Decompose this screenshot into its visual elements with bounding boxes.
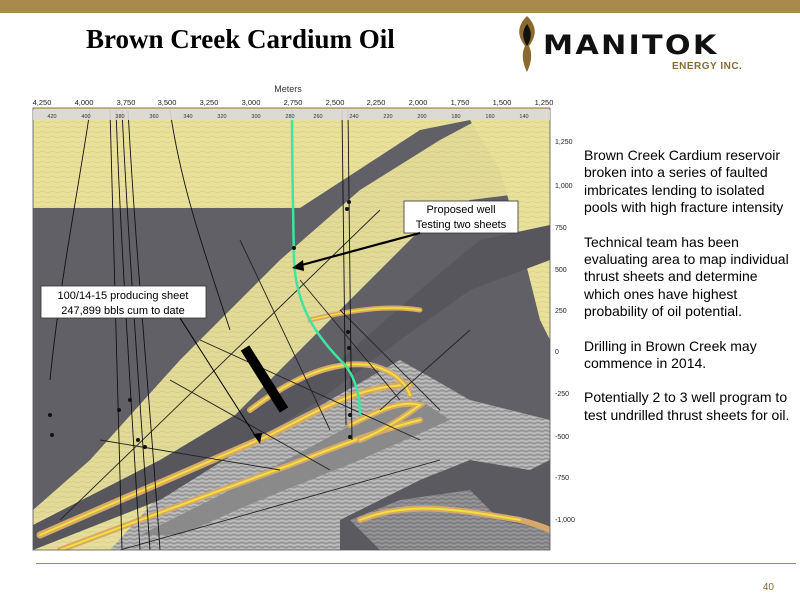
page-number: 40: [762, 582, 774, 593]
cross-section-figure: Meters 4,250 4,000 3,750 3,500 3,250 3,0…: [32, 84, 575, 551]
top-tick: 2,500: [326, 98, 345, 107]
top-tick: 3,750: [117, 98, 136, 107]
flame-icon: [519, 16, 535, 72]
trace-tick: 240: [349, 114, 358, 120]
top-tick: 3,500: [158, 98, 177, 107]
proposed-well-path: [290, 109, 362, 416]
company-logo: MANITOK ENERGY INC.: [505, 14, 775, 74]
depth-tick: 250: [555, 308, 567, 315]
top-tick: 1,500: [493, 98, 512, 107]
bullet-text: Drilling in Brown Creek may commence in …: [584, 337, 757, 372]
depth-tick: 500: [555, 267, 567, 274]
svg-text:100/14-15 producing sheet: 100/14-15 producing sheet: [58, 290, 189, 302]
trace-tick: 280: [285, 114, 294, 120]
arrowhead-icon: [292, 260, 304, 271]
trace-tick: 360: [149, 114, 158, 120]
axis-title-meters: Meters: [274, 84, 302, 94]
trace-tick: 260: [313, 114, 322, 120]
trace-tick: 160: [485, 114, 494, 120]
trace-tick: 420: [47, 114, 56, 120]
svg-text:247,899 bbls cum to date: 247,899 bbls cum to date: [61, 305, 185, 317]
trace-tick: 400: [81, 114, 90, 120]
depth-tick: 1,250: [555, 139, 573, 146]
trace-tick: 220: [383, 114, 392, 120]
footer-divider: [36, 563, 796, 564]
trace-tick: 380: [115, 114, 124, 120]
top-tick: 4,250: [33, 98, 52, 107]
trace-tick: 340: [183, 114, 192, 120]
top-tick: 3,250: [200, 98, 219, 107]
slide-title: Brown Creek Cardium Oil: [86, 24, 395, 54]
depth-tick: 1,000: [555, 183, 573, 190]
depth-tick: -500: [555, 434, 569, 441]
depth-tick: 0: [555, 349, 559, 356]
producing-interval-marker: [240, 345, 289, 413]
trace-tick: 320: [217, 114, 226, 120]
top-accent-bar: [0, 0, 800, 13]
logo-subtitle: ENERGY INC.: [672, 61, 743, 72]
trace-tick: 200: [417, 114, 426, 120]
trace-tick: 140: [519, 114, 528, 120]
svg-text:Proposed well: Proposed well: [426, 204, 495, 216]
depth-tick: -750: [555, 475, 569, 482]
bullet-text: Potentially 2 to 3 well program to test …: [584, 389, 790, 423]
depth-tick: -1,000: [555, 517, 575, 524]
callout-proposed-well: Proposed well Testing two sheets: [292, 200, 519, 271]
top-tick: 3,000: [242, 98, 261, 107]
bullet-text: Technical team has been evaluating area …: [584, 233, 789, 320]
logo-wordmark: MANITOK: [543, 30, 719, 61]
top-tick: 4,000: [75, 98, 94, 107]
callout-producing-sheet: 100/14-15 producing sheet 247,899 bbls c…: [40, 285, 262, 444]
top-tick: 2,750: [284, 98, 303, 107]
bullet-text: Brown Creek Cardium reservoir broken int…: [584, 147, 784, 216]
depth-tick: 750: [555, 225, 567, 232]
arrowhead-icon: [253, 433, 262, 444]
top-tick: 2,250: [367, 98, 386, 107]
top-tick: 2,000: [409, 98, 428, 107]
trace-tick: 180: [451, 114, 460, 120]
bullet-list: Brown Creek Cardium reservoir broken int…: [584, 147, 796, 441]
top-tick: 1,750: [451, 98, 470, 107]
svg-text:Testing two sheets: Testing two sheets: [416, 219, 507, 231]
trace-tick: 300: [251, 114, 260, 120]
depth-tick: -250: [555, 391, 569, 398]
top-tick: 1,250: [535, 98, 554, 107]
